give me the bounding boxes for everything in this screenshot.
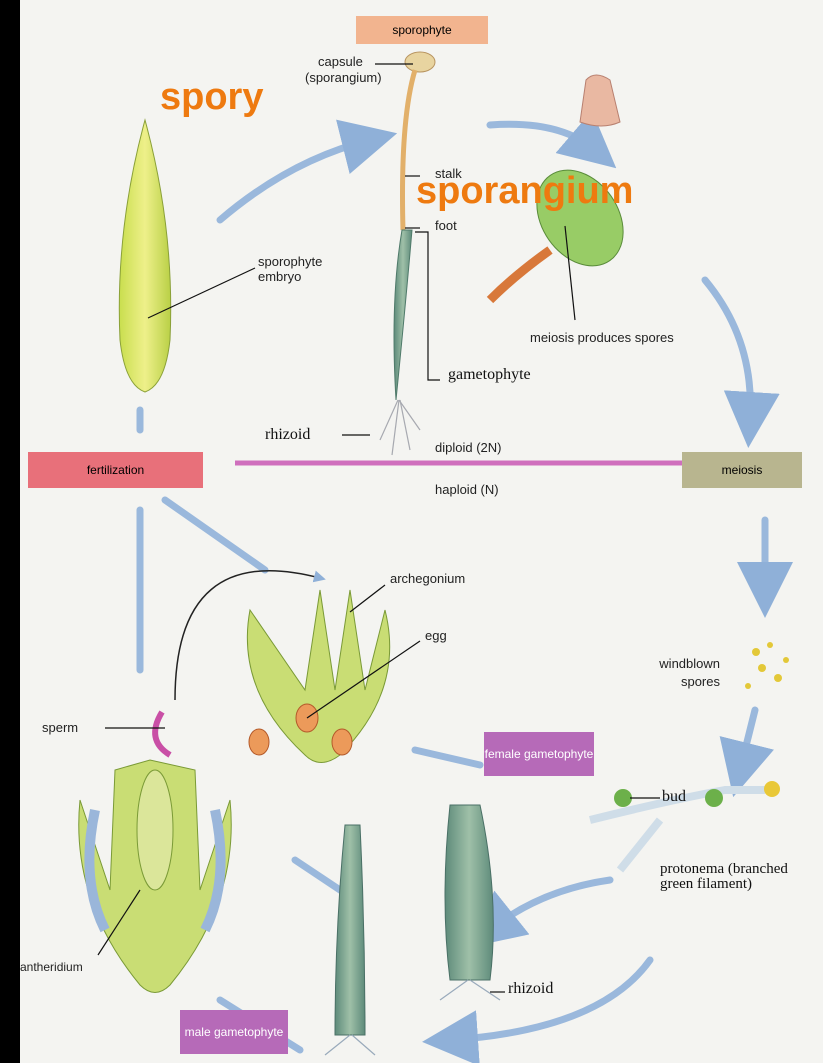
sporophyte-box: sporophyte (356, 16, 488, 44)
spory-overlay: spory (160, 76, 263, 119)
bud-label: bud (662, 788, 686, 806)
fertilization-box: fertilization (28, 452, 203, 488)
antheridium-label: antheridium (20, 960, 83, 974)
haploid-label: haploid (N) (435, 482, 499, 497)
archegonium-label: archegonium (390, 571, 465, 586)
protonema-label: protonema (branched green filament) (660, 862, 810, 892)
sporangium-overlay: sporangium (416, 170, 633, 213)
female-gametophyte-box: female gametophyte (484, 732, 594, 776)
diagram-sheet: sporophyte fertilization meiosis female … (20, 0, 823, 1063)
gametophyte-label: gametophyte (448, 366, 531, 384)
moss-life-cycle-art (20, 0, 823, 1063)
meiosis-box: meiosis (682, 452, 802, 488)
male-gametophyte-box: male gametophyte (180, 1010, 288, 1054)
sporangium-paren-label: (sporangium) (305, 70, 382, 85)
sperm-label: sperm (42, 720, 78, 735)
windblown-spores-label: windblown spores (630, 655, 720, 691)
capsule-label: capsule (318, 54, 363, 69)
sporophyte-embryo-label: sporophyte embryo (258, 254, 353, 284)
rhizoid-bottom-label: rhizoid (508, 980, 553, 998)
egg-label: egg (425, 628, 447, 643)
diploid-label: diploid (2N) (435, 440, 501, 455)
rhizoid-top-label: rhizoid (265, 426, 310, 444)
meiosis-produces-spores-label: meiosis produces spores (530, 330, 685, 345)
foot-label: foot (435, 218, 457, 233)
